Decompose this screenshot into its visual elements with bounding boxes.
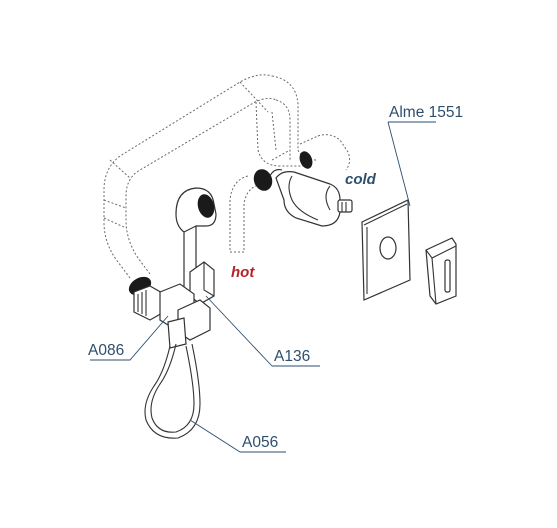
label-a086: A086: [88, 342, 124, 359]
leader-lines: [90, 121, 436, 453]
label-alme-1551: Alme 1551: [389, 104, 463, 121]
cover-plate: [361, 199, 411, 301]
mixing-valve-body: [269, 169, 353, 227]
label-a056: A056: [242, 434, 278, 451]
label-cold: cold: [345, 171, 377, 188]
wall-outlet-valve: [133, 283, 211, 349]
flexible-hose: [144, 343, 201, 439]
pipe-end-caps: [128, 151, 313, 296]
lever-handle: [425, 237, 457, 305]
label-hot: hot: [231, 264, 255, 281]
hand-shower: [175, 187, 217, 305]
dotted-pipework: [103, 74, 351, 279]
label-a136: A136: [274, 348, 310, 365]
